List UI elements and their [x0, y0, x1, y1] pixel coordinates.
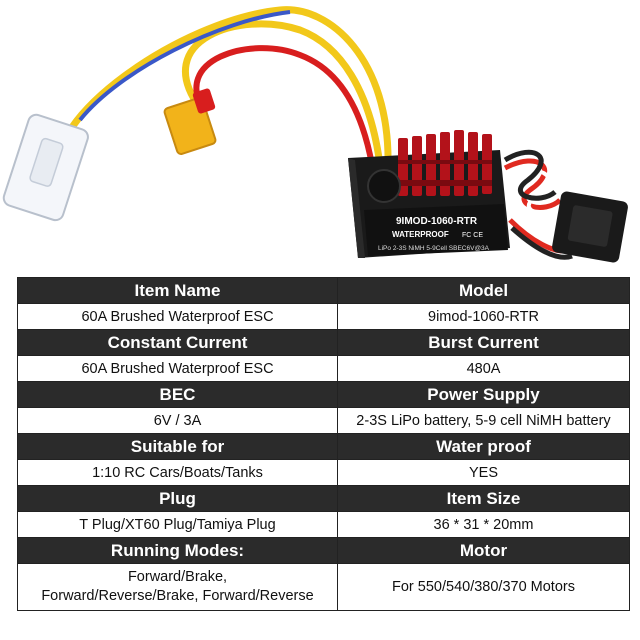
table-row: 60A Brushed Waterproof ESC 480A — [17, 355, 630, 382]
value-cell-power-supply: 2-3S LiPo battery, 5-9 cell NiMH battery — [337, 407, 630, 434]
value-cell-running-modes: Forward/Brake, Forward/Reverse/Brake, Fo… — [17, 563, 338, 611]
header-cell-motor: Motor — [337, 537, 630, 564]
header-cell-running-modes: Running Modes: — [17, 537, 338, 564]
value-cell-item-name: 60A Brushed Waterproof ESC — [17, 303, 338, 330]
header-cell-item-name: Item Name — [17, 277, 338, 304]
value-cell-plug: T Plug/XT60 Plug/Tamiya Plug — [17, 511, 338, 538]
esc-waterproof-text: WATERPROOF — [392, 230, 449, 239]
running-modes-line-1: Forward/Brake, — [127, 569, 228, 585]
tamiya-plug — [2, 113, 89, 222]
table-header-row: Running Modes: Motor — [17, 537, 630, 564]
switch-box — [552, 191, 628, 263]
value-cell-burst-current: 480A — [337, 355, 630, 382]
value-cell-model: 9imod-1060-RTR — [337, 303, 630, 330]
esc-cert-text: FC CE — [462, 232, 483, 239]
table-row: 6V / 3A 2-3S LiPo battery, 5-9 cell NiMH… — [17, 407, 630, 434]
header-cell-suitable-for: Suitable for — [17, 433, 338, 460]
header-cell-constant-current: Constant Current — [17, 329, 338, 356]
yellow-wire — [182, 20, 384, 166]
table-row: 60A Brushed Waterproof ESC 9imod-1060-RT… — [17, 303, 630, 330]
table-header-row: Constant Current Burst Current — [17, 329, 630, 356]
spec-table: Item Name Model 60A Brushed Waterproof E… — [17, 277, 630, 611]
table-header-row: Plug Item Size — [17, 485, 630, 512]
header-cell-bec: BEC — [17, 381, 338, 408]
esc-model-text: 9IMOD-1060-RTR — [396, 216, 478, 227]
xt60-plug — [163, 88, 217, 155]
header-cell-item-size: Item Size — [337, 485, 630, 512]
table-header-row: Suitable for Water proof — [17, 433, 630, 460]
table-row: 1:10 RC Cars/Boats/Tanks YES — [17, 459, 630, 486]
value-cell-constant-current: 60A Brushed Waterproof ESC — [17, 355, 338, 382]
value-cell-water-proof: YES — [337, 459, 630, 486]
value-cell-item-size: 36 * 31 * 20mm — [337, 511, 630, 538]
value-cell-bec: 6V / 3A — [17, 407, 338, 434]
table-header-row: BEC Power Supply — [17, 381, 630, 408]
header-cell-burst-current: Burst Current — [337, 329, 630, 356]
esc-spec-text: LiPo 2-3S NiMH 5-9Cell SBEC6V@3A — [378, 245, 490, 252]
table-row: T Plug/XT60 Plug/Tamiya Plug 36 * 31 * 2… — [17, 511, 630, 538]
red-wire — [193, 45, 375, 166]
value-cell-suitable-for: 1:10 RC Cars/Boats/Tanks — [17, 459, 338, 486]
header-cell-water-proof: Water proof — [337, 433, 630, 460]
header-cell-model: Model — [337, 277, 630, 304]
running-modes-line-2: Forward/Reverse/Brake, Forward/Reverse — [41, 588, 314, 604]
header-cell-power-supply: Power Supply — [337, 381, 630, 408]
table-header-row: Item Name Model — [17, 277, 630, 304]
esc-body: 9IMOD-1060-RTR WATERPROOF FC CE LiPo 2-3… — [348, 130, 510, 258]
esc-illustration: 9IMOD-1060-RTR WATERPROOF FC CE LiPo 2-3… — [2, 6, 628, 263]
table-row: Forward/Brake, Forward/Reverse/Brake, Fo… — [17, 563, 630, 611]
header-cell-plug: Plug — [17, 485, 338, 512]
yellow-wire-2 — [54, 6, 392, 177]
blue-wire — [78, 10, 291, 122]
product-photo: 9IMOD-1060-RTR WATERPROOF FC CE LiPo 2-3… — [0, 0, 640, 272]
value-cell-motor: For 550/540/380/370 Motors — [337, 563, 630, 611]
